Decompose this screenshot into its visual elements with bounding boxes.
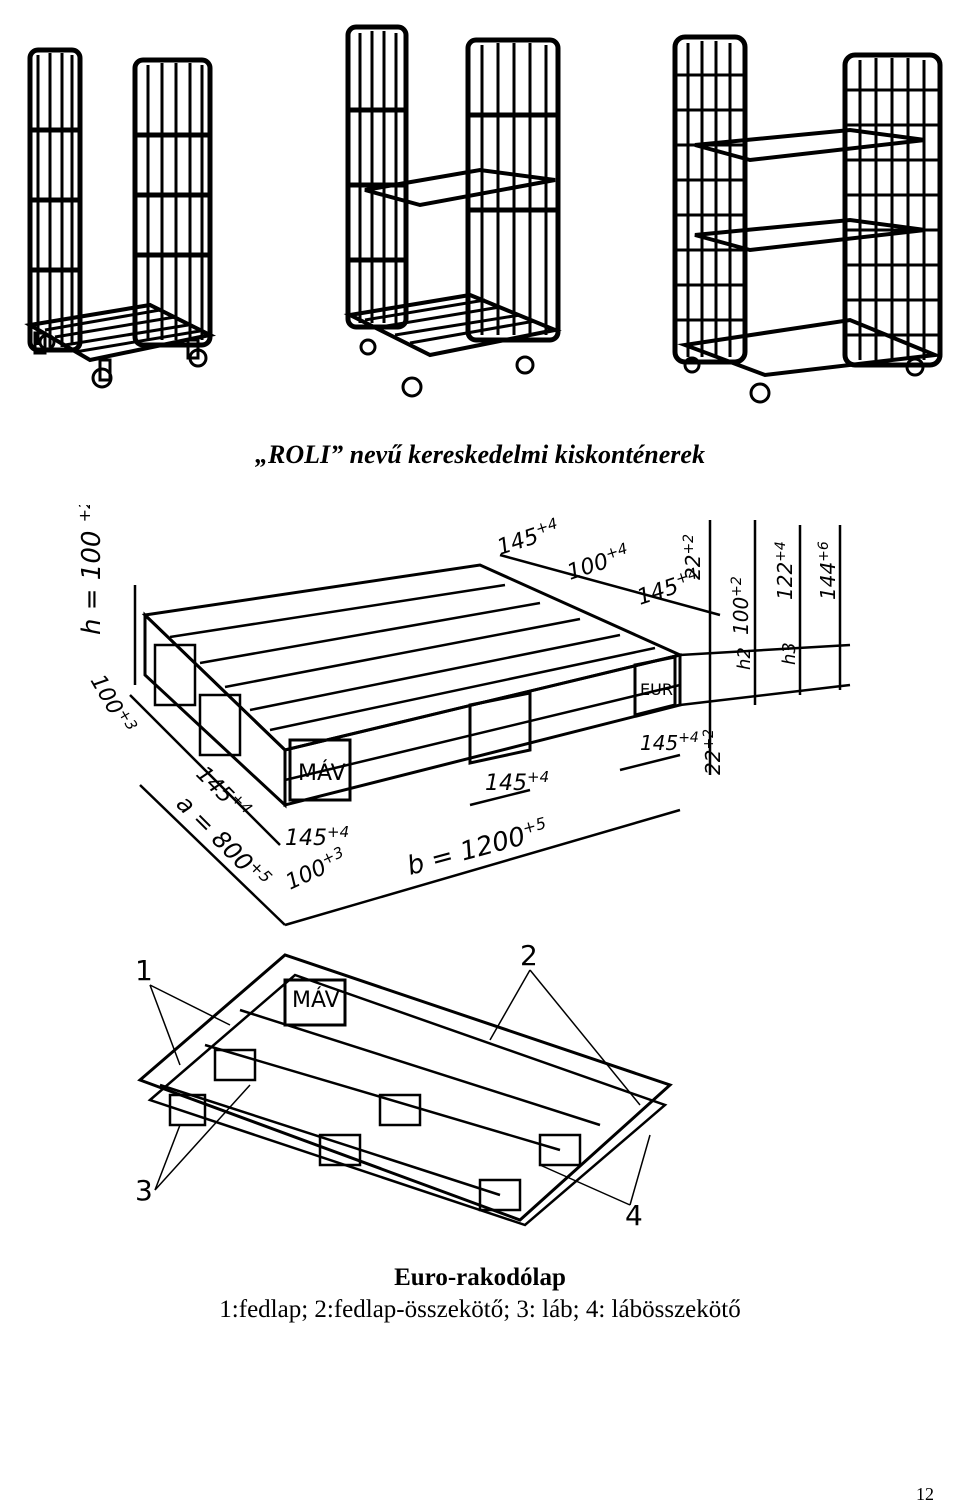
svg-text:122+4: 122+4 [773,541,797,600]
top-100: 100 [564,549,612,586]
svg-text:100+2: 100+2 [729,576,753,635]
svg-text:145+4: 145+4 [285,823,349,851]
h22: 22 [681,555,705,580]
svg-text:b = 1200+5: b = 1200+5 [404,813,552,881]
h100: 100 [729,597,753,635]
label-2: 2 [520,939,538,972]
euro-pallet-title: Euro-rakodólap [394,1264,566,1291]
h2-label: h2 [734,647,755,670]
mav-mark: MÁV [298,760,346,786]
svg-text:100+3: 100+3 [85,669,141,739]
h144: 144 [816,562,840,600]
svg-text:145+4: 145+4 [485,768,549,796]
top-145b: 145 [634,574,682,611]
page-number: 12 [916,1484,934,1504]
top-145a: 145 [494,524,542,561]
right-22: 22 [701,750,725,775]
svg-text:144+6: 144+6 [816,541,840,600]
roli-containers-illustration [20,15,945,410]
svg-text:22+2: 22+2 [681,534,705,580]
svg-text:100+4: 100+4 [563,539,633,585]
mid-145: 145 [485,771,527,796]
svg-text:145+4: 145+4 [493,514,563,560]
label-3: 3 [135,1174,153,1207]
roli-container-one-shelf [343,24,562,398]
roli-caption: „ROLI” nevű kereskedelmi kiskonténerek [255,440,705,469]
euro-pallet-dimension-drawing: h = 100 +2 100+3 145+4 a = 800+5 145+4 1… [60,505,900,945]
eur-mark: EUR [640,680,673,699]
euro-pallet-exploded-view: MÁV 1 2 3 4 [120,935,680,1235]
h122: 122 [773,562,797,600]
mav-mark-2: MÁV [292,987,340,1013]
h-label: h = 100 [77,531,107,635]
roli-container-open [24,47,217,389]
euro-pallet-legend: 1:fedlap; 2:fedlap-összekötő; 3: láb; 4:… [219,1296,741,1323]
right-145: 145 [640,731,678,755]
svg-text:145+4: 145+4 [640,730,699,755]
front-145: 145 [285,826,327,851]
roli-container-two-shelves [672,34,943,404]
label-1: 1 [135,954,153,987]
label-4: 4 [625,1199,643,1232]
svg-text:h = 100 +2: h = 100 +2 [75,505,107,635]
h3-label: h3 [779,642,800,665]
svg-text:22+2: 22+2 [701,729,725,775]
